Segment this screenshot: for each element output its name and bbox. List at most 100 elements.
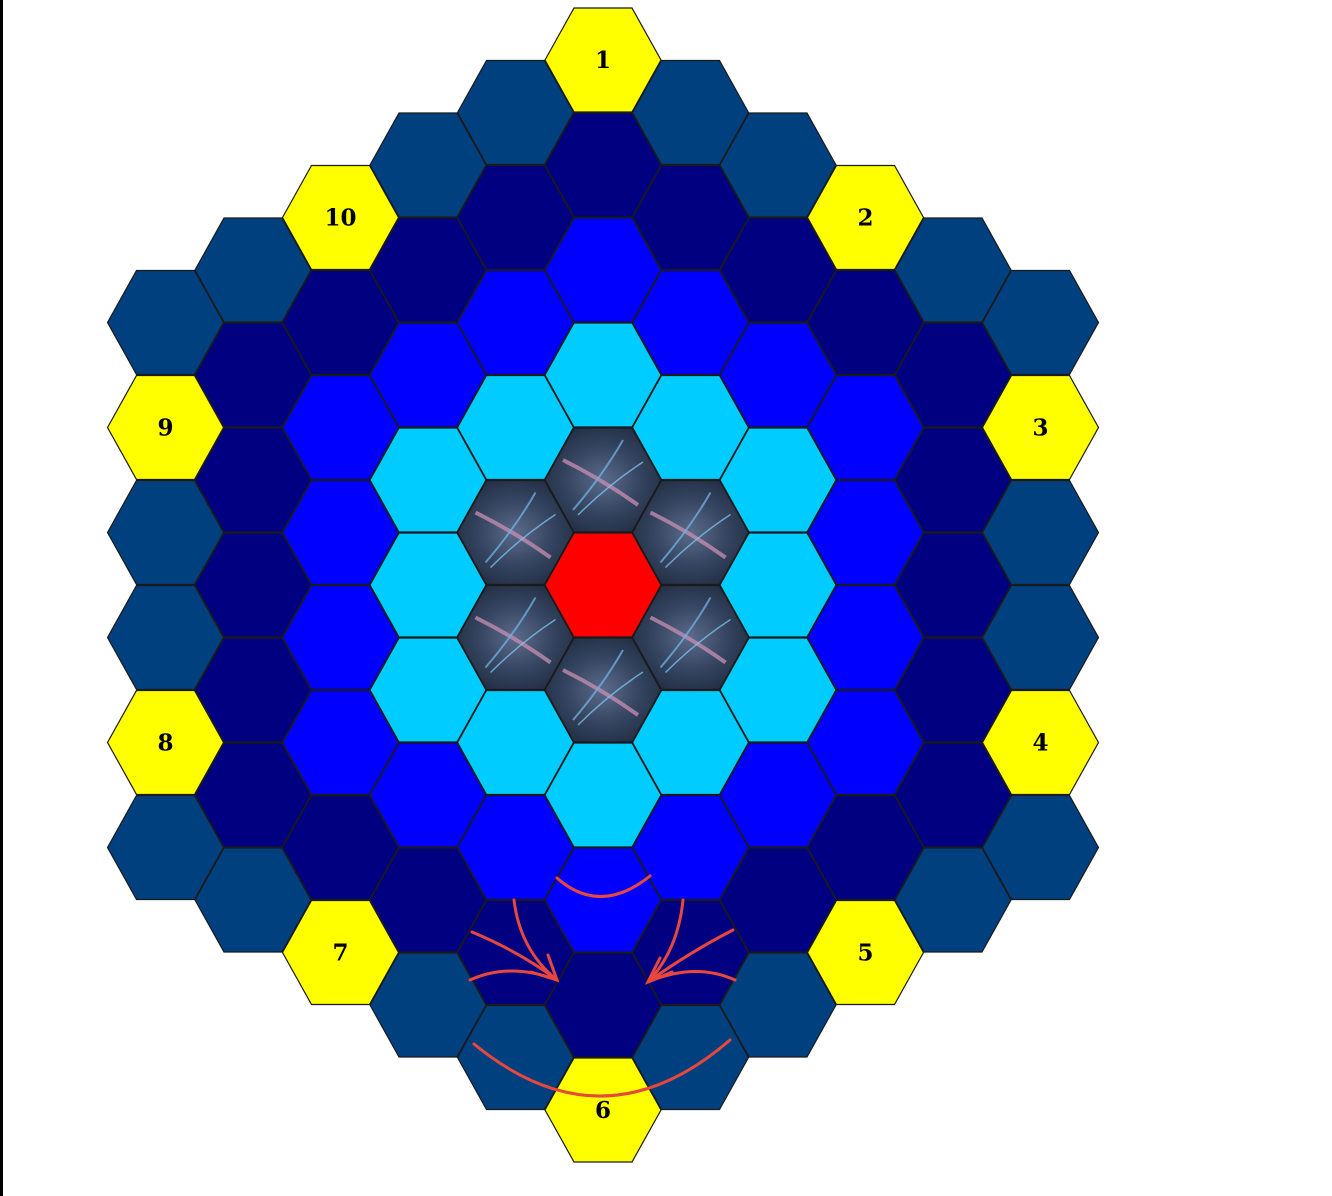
board-tiles (106, 7, 1100, 1163)
ring-5-hex[interactable] (981, 269, 1100, 376)
start-hex-8[interactable] (106, 689, 225, 796)
ring-4-hex[interactable] (894, 322, 1012, 428)
ring-4-hex[interactable] (281, 794, 400, 901)
ring-5-hex[interactable] (194, 217, 312, 323)
start-hex-5[interactable] (806, 899, 925, 1006)
annotation-stroke (529, 953, 560, 983)
ring-3-hex[interactable] (281, 479, 400, 586)
ring-2-hex[interactable] (719, 532, 837, 638)
ring-3-hex[interactable] (281, 374, 400, 481)
ring-4-hex[interactable] (194, 532, 312, 638)
ring-3-hex[interactable] (806, 689, 925, 796)
ring-3-hex[interactable] (544, 847, 662, 953)
ring-5-hex[interactable] (106, 584, 225, 691)
start-hex-10[interactable] (281, 164, 400, 271)
ring-5-hex[interactable] (631, 59, 750, 166)
start-label: 6 (595, 1097, 611, 1124)
ring-4-hex[interactable] (194, 427, 312, 533)
ring-3-hex[interactable] (281, 689, 400, 796)
ring-4-hex[interactable] (544, 112, 662, 218)
ring-4-hex[interactable] (194, 322, 312, 428)
ring-3-hex[interactable] (281, 584, 400, 691)
start-hex-4[interactable] (981, 689, 1100, 796)
nebula-pattern (562, 439, 644, 516)
ring-2-hex[interactable] (631, 689, 750, 796)
ring-5-hex[interactable] (981, 584, 1100, 691)
ring-5-hex[interactable] (106, 269, 225, 376)
start-label: 7 (332, 940, 348, 967)
annotation-stroke (646, 928, 735, 984)
ring-5-hex[interactable] (981, 794, 1100, 901)
ring-4-hex[interactable] (894, 637, 1012, 743)
start-label: 5 (857, 940, 873, 967)
start-label: 3 (1032, 415, 1048, 442)
ring-5-hex[interactable] (894, 217, 1012, 323)
start-hex-3[interactable] (981, 374, 1100, 481)
ring-2-hex[interactable] (719, 637, 837, 743)
ring-5-hex[interactable] (981, 479, 1100, 586)
ring-5-hex[interactable] (194, 847, 312, 953)
ring-2-hex[interactable] (719, 427, 837, 533)
ring-4-hex[interactable] (894, 532, 1012, 638)
ring-4-hex[interactable] (544, 952, 662, 1058)
ring-2-hex[interactable] (544, 742, 662, 848)
ring-3-hex[interactable] (631, 794, 750, 901)
ring-2-hex[interactable] (631, 374, 750, 481)
ring-4-hex[interactable] (631, 164, 750, 271)
ring-2-hex[interactable] (456, 374, 575, 481)
ring-4-hex[interactable] (719, 217, 837, 323)
ring-3-hex[interactable] (806, 479, 925, 586)
ring-3-hex[interactable] (631, 269, 750, 376)
ring-5-hex[interactable] (456, 1004, 575, 1111)
ring-5-hex[interactable] (369, 112, 487, 218)
ring-4-hex[interactable] (194, 742, 312, 848)
start-label: 8 (157, 730, 173, 757)
ring-5-hex[interactable] (719, 112, 837, 218)
ring-4-hex[interactable] (194, 637, 312, 743)
ring-5-hex[interactable] (106, 479, 225, 586)
annotation-stroke (472, 1038, 732, 1098)
ring-3-hex[interactable] (806, 374, 925, 481)
ring-2-hex[interactable] (369, 637, 487, 743)
ring-5-hex[interactable] (456, 59, 575, 166)
ring-2-hex[interactable] (456, 689, 575, 796)
ring-3-hex[interactable] (806, 584, 925, 691)
ring-3-hex[interactable] (369, 322, 487, 428)
ring-5-hex[interactable] (369, 952, 487, 1058)
ring-3-hex[interactable] (719, 742, 837, 848)
ring-5-hex[interactable] (719, 952, 837, 1058)
start-hex-7[interactable] (281, 899, 400, 1006)
ring-3-hex[interactable] (369, 742, 487, 848)
ring-5-hex[interactable] (894, 847, 1012, 953)
ring-4-hex[interactable] (806, 794, 925, 901)
start-label: 4 (1032, 730, 1048, 757)
start-hex-2[interactable] (806, 164, 925, 271)
start-label: 2 (857, 205, 873, 232)
ring-3-hex[interactable] (456, 269, 575, 376)
ring-4-hex[interactable] (894, 427, 1012, 533)
start-label: 10 (324, 205, 356, 232)
start-hex-6[interactable] (544, 1057, 662, 1163)
ring-4-hex[interactable] (369, 217, 487, 323)
ring-3-hex[interactable] (719, 322, 837, 428)
ring-2-hex[interactable] (544, 322, 662, 428)
start-hex-9[interactable] (106, 374, 225, 481)
ring-4-hex[interactable] (806, 269, 925, 376)
annotation-stroke (646, 898, 685, 984)
ring-4-hex[interactable] (894, 742, 1012, 848)
window-left-border (0, 0, 3, 1196)
ring-4-hex[interactable] (719, 847, 837, 953)
ring-2-hex[interactable] (369, 427, 487, 533)
ring-4-hex[interactable] (369, 847, 487, 953)
ring-3-hex[interactable] (456, 794, 575, 901)
ring-2-hex[interactable] (369, 532, 487, 638)
ring-4-hex[interactable] (456, 164, 575, 271)
ring-4-hex[interactable] (281, 269, 400, 376)
annotation-stroke (555, 874, 652, 898)
center-hex[interactable] (544, 532, 662, 638)
ring-5-hex[interactable] (106, 794, 225, 901)
nebula-pattern (474, 597, 556, 674)
ring-3-hex[interactable] (544, 217, 662, 323)
start-hex-1[interactable] (544, 7, 662, 113)
